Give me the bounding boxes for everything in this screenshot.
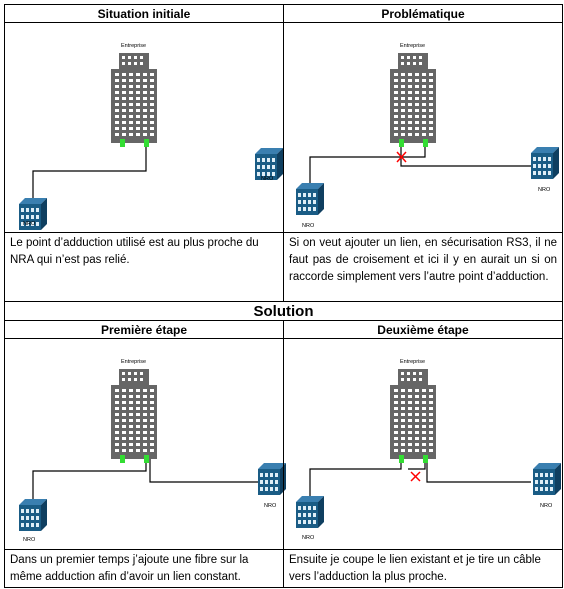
nro-router-icon — [19, 198, 47, 230]
nro-label: NRO — [538, 187, 551, 193]
caption-step2-text: Ensuite je coupe le lien existant et je … — [289, 554, 541, 583]
caption-step1-text: Dans un premier temps j’ajoute une fibre… — [10, 554, 249, 583]
cross-icon — [410, 471, 421, 482]
nro-router-icon — [255, 148, 283, 180]
header-problem-text: Problématique — [381, 6, 465, 21]
nro-label: NRO — [264, 503, 277, 509]
header-situation: Situation initiale — [4, 4, 284, 23]
header-problem: Problématique — [283, 4, 563, 23]
diagram-problem: Entreprise NRO NRO — [283, 22, 563, 233]
fiber-link-existing — [32, 459, 147, 499]
fiber-link-existing — [309, 143, 426, 183]
diagram-situation: Entreprise NRO NRO — [4, 22, 284, 233]
building-label: Entreprise — [400, 359, 425, 365]
nro-router-icon — [296, 183, 324, 215]
caption-problem: Si on veut ajouter un lien, en sécurisat… — [283, 232, 563, 302]
diagram-step2: Entreprise NRO NRO — [283, 338, 563, 550]
header-step2: Deuxième étape — [283, 320, 563, 339]
diagram-step1: Entreprise NRO NRO — [4, 338, 286, 550]
building-icon — [111, 369, 157, 463]
nro-label: NRO — [23, 221, 36, 227]
caption-situation-text: Le point d’adduction utilisé est au plus… — [10, 237, 259, 266]
caption-situation: Le point d’adduction utilisé est au plus… — [4, 232, 284, 302]
caption-problem-text: Si on veut ajouter un lien, en sécurisat… — [289, 237, 557, 283]
fiber-link — [32, 143, 147, 198]
fiber-link-added — [149, 459, 258, 483]
cross-icon — [396, 151, 407, 163]
nro-router-icon — [531, 147, 559, 179]
header-solution: Solution — [4, 301, 563, 321]
fiber-link-new — [400, 143, 531, 167]
header-solution-text: Solution — [253, 302, 314, 320]
header-step1: Première étape — [4, 320, 284, 339]
building-label: Entreprise — [121, 43, 146, 49]
nro-label: NRO — [261, 176, 274, 182]
comparison-table: Situation initiale Problématique Entrepr… — [4, 4, 563, 588]
caption-step2: Ensuite je coupe le lien existant et je … — [283, 549, 563, 588]
building-icon — [390, 369, 436, 463]
nro-label: NRO — [540, 503, 553, 509]
building-icon — [390, 53, 436, 147]
building-icon — [111, 53, 157, 147]
diagram-problem-svg: Entreprise NRO NRO — [296, 43, 559, 229]
fiber-link-to-nro — [309, 459, 402, 496]
fiber-link-cut — [408, 459, 426, 470]
nro-router-icon — [296, 496, 324, 528]
building-label: Entreprise — [121, 359, 146, 365]
building-label: Entreprise — [400, 43, 425, 49]
nro-label: NRO — [23, 537, 36, 543]
diagram-step1-svg: Entreprise NRO NRO — [19, 359, 286, 543]
nro-router-icon — [258, 463, 286, 495]
fiber-link-right — [426, 459, 531, 483]
header-step1-text: Première étape — [100, 322, 188, 337]
nro-router-icon — [19, 499, 47, 531]
nro-label: NRO — [302, 535, 315, 541]
diagram-step2-svg: Entreprise NRO NRO — [296, 359, 561, 541]
caption-step1: Dans un premier temps j’ajoute une fibre… — [4, 549, 284, 588]
header-situation-text: Situation initiale — [97, 6, 191, 21]
nro-router-icon — [533, 463, 561, 495]
diagram-situation-svg: Entreprise NRO NRO — [19, 43, 283, 230]
header-step2-text: Deuxième étape — [377, 322, 469, 337]
nro-label: NRO — [302, 223, 315, 229]
